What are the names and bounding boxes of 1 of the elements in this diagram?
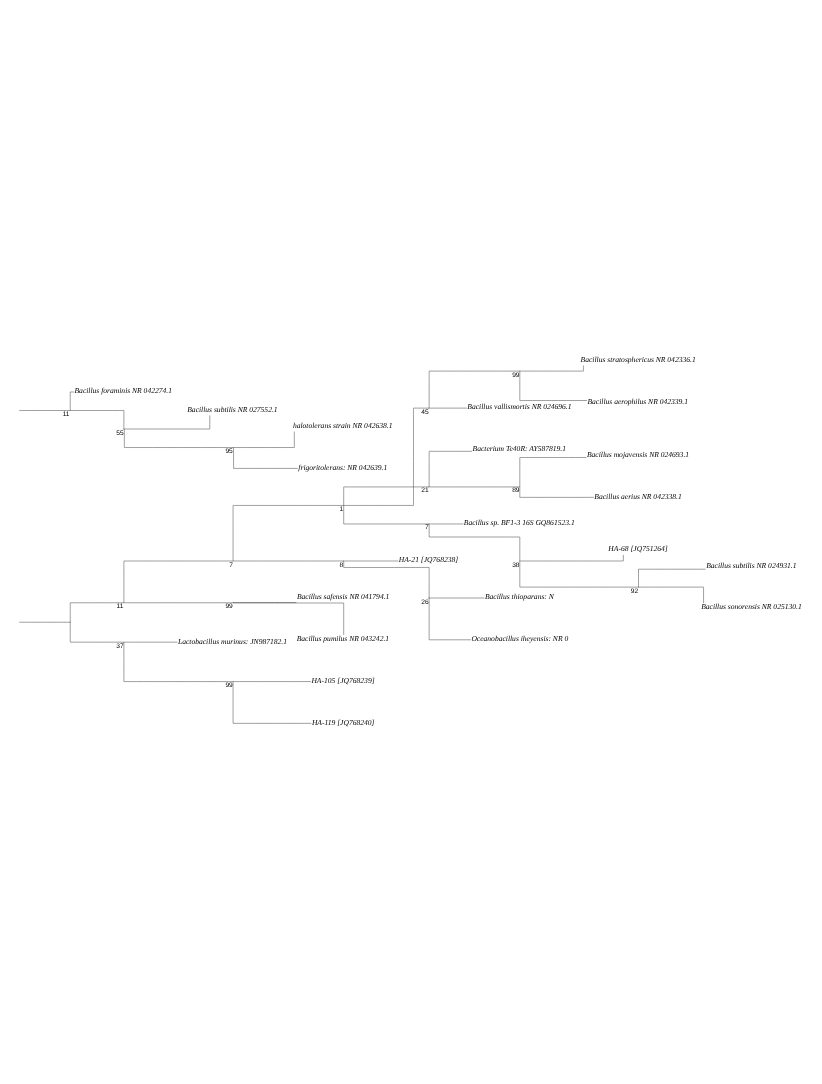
connector	[343, 560, 399, 562]
